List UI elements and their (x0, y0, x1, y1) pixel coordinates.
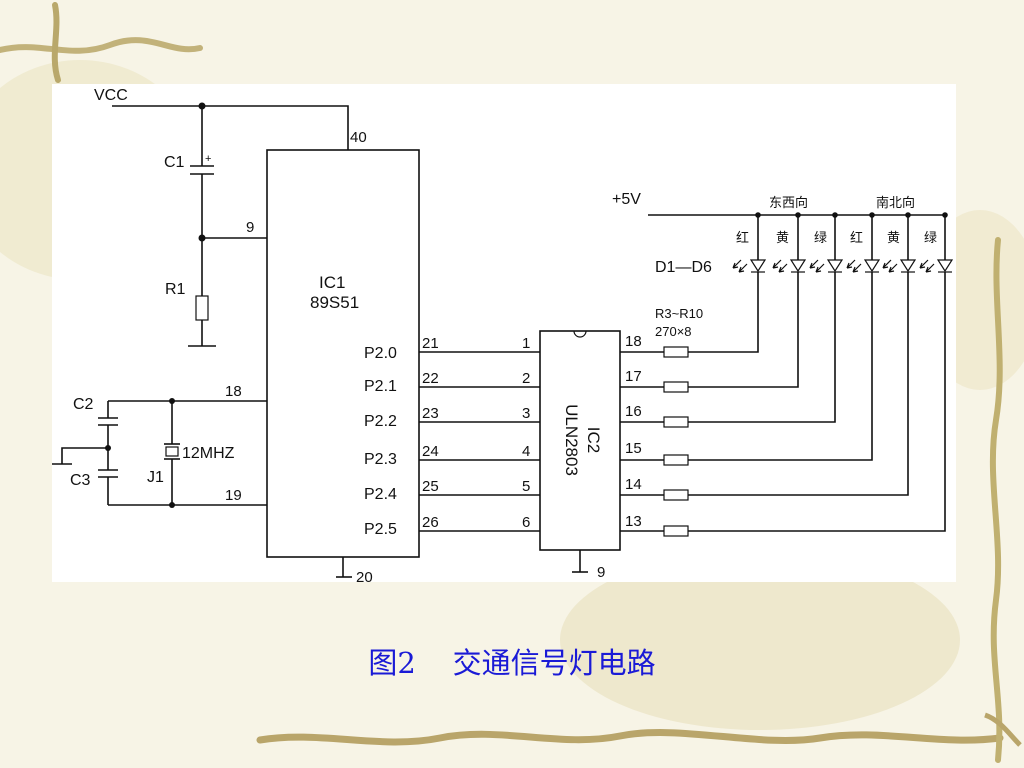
led-diode (863, 259, 881, 273)
resistor-value-label: 270×8 (655, 324, 692, 339)
led-emission-arrow (888, 263, 898, 273)
port-pin: 24 (422, 443, 439, 460)
pin19-label: 19 (225, 487, 242, 504)
resistor (663, 489, 689, 501)
resistor (663, 454, 689, 466)
supply-label: +5V (612, 191, 641, 208)
ic2-gnd-pin: 9 (597, 564, 605, 581)
ic2-out-pin: 18 (625, 333, 642, 350)
led-return-wire (688, 272, 946, 532)
port-label: P2.4 (364, 486, 397, 503)
led-emission-arrow (738, 263, 748, 273)
port-label: P2.5 (364, 521, 397, 538)
dir-ew-label: 东西向 (769, 195, 808, 210)
color-label: 红 (736, 230, 749, 245)
ic2-in-pin: 2 (522, 370, 530, 387)
led-diode (749, 259, 767, 273)
pin40-label: 40 (350, 129, 367, 146)
port-label: P2.1 (364, 378, 397, 395)
port-pin: 25 (422, 478, 439, 495)
pin9-label: 9 (246, 219, 254, 236)
port-pin: 23 (422, 405, 439, 422)
port-pin: 26 (422, 514, 439, 531)
oscillator-network: 18 19 C2 C3 12MHZ J1 (52, 383, 267, 508)
led-emission-arrow (925, 263, 935, 273)
r1-label: R1 (165, 281, 186, 298)
resistor (663, 381, 689, 393)
crystal-label: 12MHZ (182, 445, 235, 462)
led-diode (789, 259, 807, 273)
ic2-in-pin: 5 (522, 478, 530, 495)
pin20-label: 20 (356, 569, 373, 586)
led-emission-arrow (778, 263, 788, 273)
ic2-in-pin: 3 (522, 405, 530, 422)
ic1-name: IC1 (319, 273, 345, 292)
ic1-chip: IC1 89S51 20 (266, 149, 420, 586)
port-pin: 21 (422, 335, 439, 352)
c2-label: C2 (73, 396, 94, 413)
figure-caption: 图2 交通信号灯电路 (368, 646, 656, 680)
port-label: P2.3 (364, 451, 397, 468)
j1-label: J1 (147, 469, 164, 486)
ic2-out-pin: 14 (625, 476, 642, 493)
ic2-chip: IC2 ULN2803 9 (539, 330, 621, 581)
led-emission-arrow (732, 259, 742, 269)
led-return-wire (688, 272, 836, 423)
color-label: 绿 (814, 230, 827, 245)
led-emission-arrow (772, 259, 782, 269)
vcc-label: VCC (94, 87, 128, 104)
led-return-wire (688, 272, 909, 496)
reset-network: + C1 9 R1 (164, 106, 267, 347)
vcc-rail: VCC 40 (94, 87, 367, 150)
port-label: P2.0 (364, 345, 397, 362)
pin18-label: 18 (225, 383, 242, 400)
led-header: +5V 东西向 南北向 D1—D6 R3~R10 270×8 (612, 191, 945, 339)
ic2-in-pin: 6 (522, 514, 530, 531)
led-return-wire (688, 272, 873, 461)
dir-ns-label: 南北向 (876, 195, 915, 210)
led-emission-arrow (846, 259, 856, 269)
led-return-wire (688, 272, 759, 353)
color-label: 绿 (924, 230, 937, 245)
ic2-name: IC2 (584, 427, 603, 453)
led-range-label: D1—D6 (655, 259, 712, 276)
svg-text:+: + (205, 153, 211, 165)
ic2-out-pin: 15 (625, 440, 642, 457)
resistor-range-label: R3~R10 (655, 306, 703, 321)
led-emission-arrow (882, 259, 892, 269)
ic2-in-pin: 1 (522, 335, 530, 352)
c1-label: C1 (164, 154, 185, 171)
ic2-out-pin: 16 (625, 403, 642, 420)
ic2-in-pin: 4 (522, 443, 530, 460)
color-label: 黄 (887, 230, 900, 245)
led-diode (899, 259, 917, 273)
color-label: 黄 (776, 230, 789, 245)
port-pin: 22 (422, 370, 439, 387)
led-emission-arrow (815, 263, 825, 273)
channel-wiring (419, 212, 954, 537)
c3-label: C3 (70, 472, 91, 489)
ic1-part: 89S51 (310, 293, 359, 312)
resistor (663, 525, 689, 537)
resistor (663, 416, 689, 428)
ic2-part: ULN2803 (562, 404, 581, 476)
led-emission-arrow (919, 259, 929, 269)
led-diode (826, 259, 844, 273)
led-emission-arrow (809, 259, 819, 269)
led-return-wire (688, 272, 799, 388)
color-label: 红 (850, 230, 863, 245)
led-emission-arrow (852, 263, 862, 273)
led-diode (936, 259, 954, 273)
ic2-out-pin: 13 (625, 513, 642, 530)
resistor (663, 346, 689, 358)
port-label: P2.2 (364, 413, 397, 430)
ic2-out-pin: 17 (625, 368, 642, 385)
